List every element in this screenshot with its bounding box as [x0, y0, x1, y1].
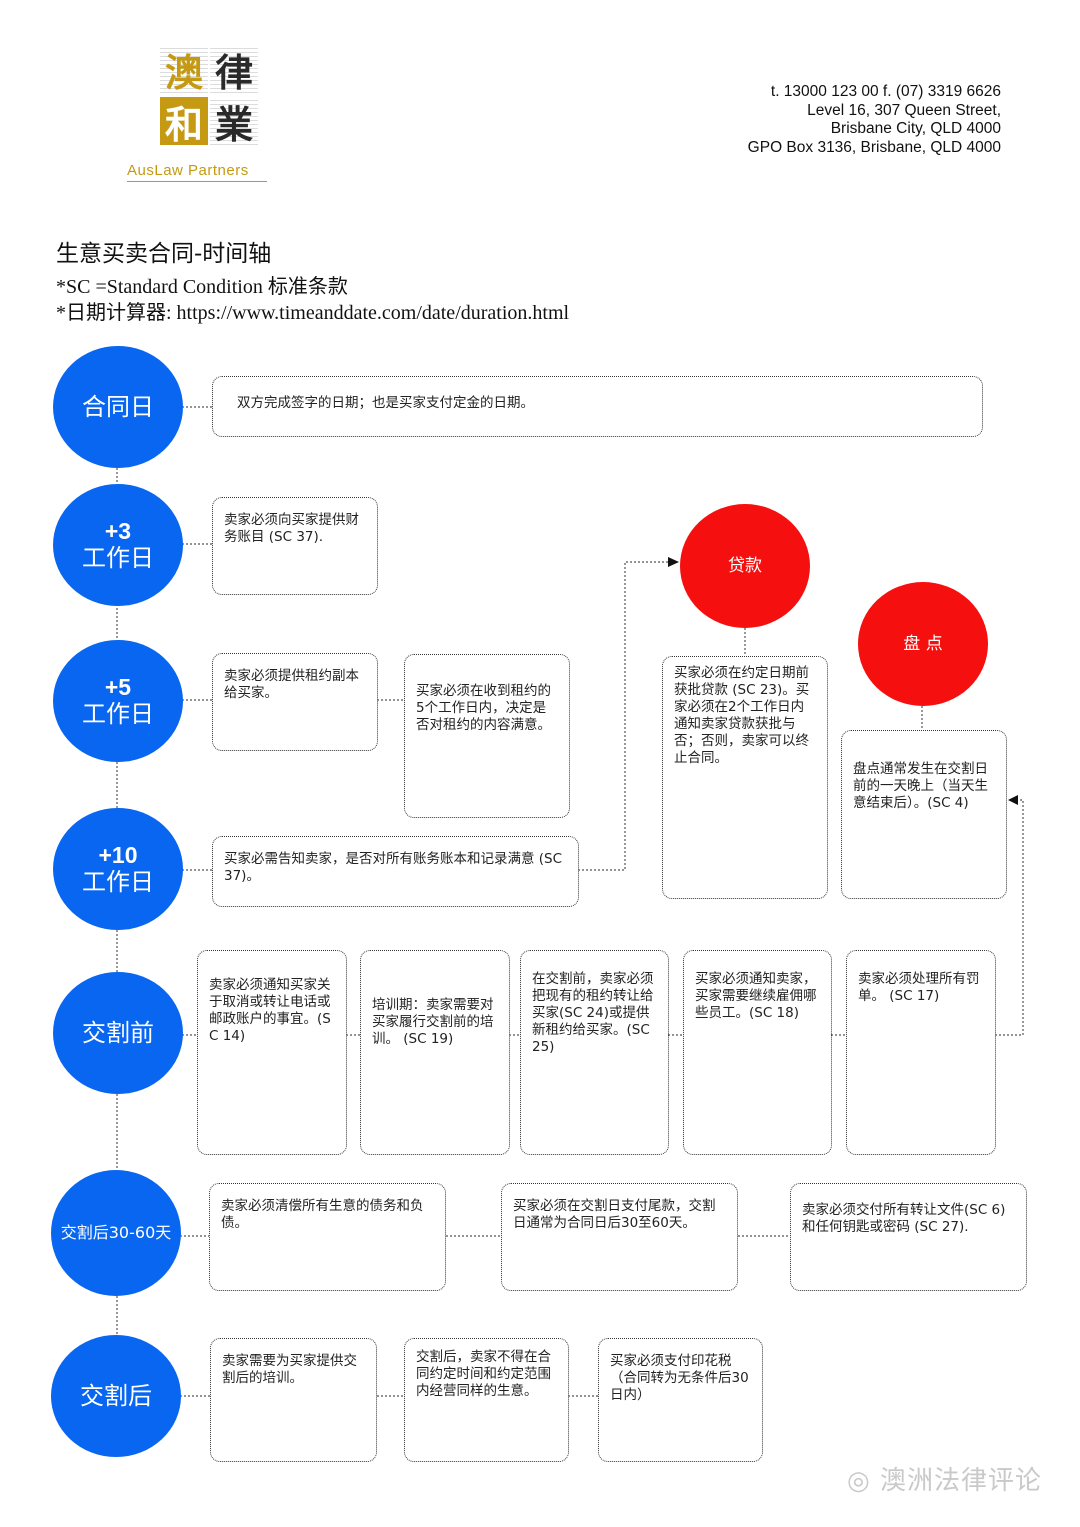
- stocktake-circle: 盘 点: [858, 582, 988, 706]
- logo-char-he: 和: [160, 97, 208, 147]
- stage-label: 交割后: [80, 1382, 152, 1410]
- box-settlement-debts: 卖家必须清偿所有生意的债务和负债。: [209, 1183, 446, 1291]
- stage-label: 工作日: [82, 700, 154, 728]
- stage-settlement-30-60: 交割后30-60天: [51, 1170, 181, 1296]
- contact-address-2: Brisbane City, QLD 4000: [830, 120, 1001, 137]
- stage-contract-day: 合同日: [53, 346, 183, 468]
- box-pre-staff: 买家必须通知卖家，买家需要继续雇佣哪些员工。(SC 18): [683, 950, 832, 1155]
- sc-note: *SC =Standard Condition 标准条款: [56, 276, 348, 298]
- logo-char-lv: 律: [210, 45, 258, 95]
- stage-plus-3: +3 工作日: [53, 484, 183, 606]
- box-pre-phone: 卖家必须通知买家关于取消或转让电话或邮政账户的事宜。(SC 14): [197, 950, 347, 1155]
- box-post-stamp-duty: 买家必须支付印花税（合同转为无条件后30日内）: [598, 1338, 763, 1462]
- box-contract-day: 双方完成签字的日期；也是买家支付定金的日期。: [212, 376, 983, 437]
- stage-offset: +5: [104, 674, 132, 700]
- stage-plus-10: +10 工作日: [53, 808, 183, 930]
- stocktake-label: 盘 点: [903, 634, 943, 654]
- stage-label: 交割后30-60天: [60, 1223, 172, 1242]
- loan-label: 贷款: [728, 556, 762, 576]
- contact-po-box: GPO Box 3136, Brisbane, QLD 4000: [747, 138, 1001, 156]
- box-d5-lease: 卖家必须提供租约副本给买家。: [212, 653, 378, 751]
- box-stocktake-detail: 盘点通常发生在交割日前的一天晚上（当天生意结束后）。(SC 4): [841, 730, 1007, 899]
- box-pre-fines: 卖家必须处理所有罚单。 (SC 17): [846, 950, 996, 1155]
- box-settlement-balance: 买家必须在交割日支付尾款，交割日通常为合同日后30至60天。: [501, 1183, 738, 1291]
- watermark-text: 澳洲法律评论: [879, 1466, 1042, 1496]
- stage-label: 交割前: [82, 1019, 154, 1047]
- stage-offset: +3: [104, 518, 132, 544]
- box-loan-detail: 买家必须在约定日期前获批贷款 (SC 23)。买家必须在2个工作日内通知卖家贷款…: [662, 656, 828, 899]
- logo-char-ye: 業: [210, 97, 258, 147]
- box-settlement-documents: 卖家必须交付所有转让文件(SC 6) 和任何钥匙或密码 (SC 27).: [790, 1183, 1027, 1291]
- loan-circle: 贷款: [680, 504, 810, 628]
- logo-char-ao: 澳: [160, 45, 208, 95]
- box-pre-lease: 在交割前，卖家必须把现有的租约转让给买家(SC 24)或提供新租约给买家。(SC…: [520, 950, 669, 1155]
- stage-label: 合同日: [82, 393, 154, 421]
- date-calculator-note: *日期计算器: https://www.timeanddate.com/date…: [56, 302, 570, 324]
- logo-underline: [127, 181, 267, 182]
- contact-address-1: Level 16, 307 Queen Street,: [807, 101, 1001, 119]
- box-d3-accounts: 卖家必须向买家提供财务账目 (SC 37).: [212, 497, 378, 595]
- contact-phone: t. 13000 123 00 f. (07) 3319 6626: [770, 83, 1001, 100]
- stage-pre-settlement: 交割前: [53, 972, 183, 1094]
- stage-plus-5: +5 工作日: [53, 640, 183, 762]
- box-d10-accounts: 买家必需告知卖家，是否对所有账务账本和记录满意 (SC 37)。: [212, 836, 579, 907]
- wechat-icon: ◎: [847, 1466, 880, 1496]
- stage-label: 工作日: [82, 868, 154, 896]
- stage-offset: +10: [98, 842, 138, 868]
- stage-label: 工作日: [82, 544, 154, 572]
- logo-brand-text: AusLaw Partners: [127, 162, 249, 179]
- box-post-training: 卖家需要为买家提供交割后的培训。: [210, 1338, 377, 1462]
- box-pre-training: 培训期：卖家需要对买家履行交割前的培训。 (SC 19): [360, 950, 510, 1155]
- page-title: 生意买卖合同-时间轴: [56, 241, 272, 267]
- box-d5-lease-review: 买家必须在收到租约的5个工作日内，决定是否对租约的内容满意。: [404, 654, 570, 818]
- stage-post-settlement: 交割后: [51, 1335, 181, 1457]
- watermark: ◎ 澳洲法律评论: [847, 1460, 1042, 1497]
- contact-info: t. 13000 123 00 f. (07) 3319 6626 Level …: [748, 83, 1001, 157]
- box-post-compete: 交割后，卖家不得在合同约定时间和约定范围内经营同样的生意。: [404, 1338, 569, 1462]
